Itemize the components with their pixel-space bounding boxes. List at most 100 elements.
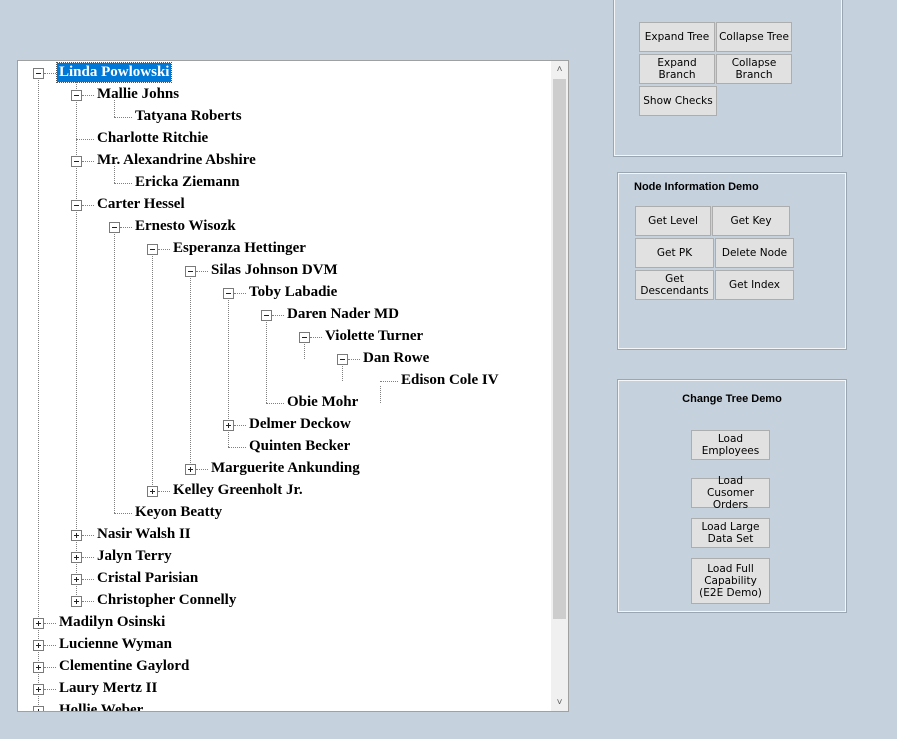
tree-node[interactable]: Keyon Beatty <box>135 504 223 520</box>
load-full-capability-button[interactable]: Load Full Capability (E2E Demo) <box>691 558 770 604</box>
tree-controls-panel: Expand Tree Collapse Tree Expand Branch … <box>613 0 843 157</box>
tree-node[interactable]: Nasir Walsh II <box>97 526 191 542</box>
expand-node-icon[interactable] <box>33 662 44 673</box>
expand-node-icon[interactable] <box>71 530 82 541</box>
tree-connector <box>196 469 208 470</box>
tree-view[interactable]: Linda Powlowski Mallie Johns Tatyana Rob… <box>17 60 569 712</box>
tree-node[interactable]: Ernesto Wisozk <box>135 218 236 234</box>
tree-connector <box>82 557 94 558</box>
tree-connector <box>114 183 132 184</box>
tree-connector <box>82 535 94 536</box>
collapse-tree-button[interactable]: Collapse Tree <box>716 22 792 52</box>
tree-connector <box>76 78 77 601</box>
tree-node[interactable]: Clementine Gaylord <box>59 658 190 674</box>
tree-connector <box>114 232 115 513</box>
tree-node[interactable]: Kelley Greenholt Jr. <box>173 482 303 498</box>
tree-node[interactable]: Silas Johnson DVM <box>211 262 338 278</box>
tree-node[interactable]: Delmer Deckow <box>249 416 351 432</box>
collapse-branch-button[interactable]: Collapse Branch <box>716 54 792 84</box>
scrollbar-thumb[interactable] <box>553 79 566 619</box>
tree-node[interactable]: Mr. Alexandrine Abshire <box>97 152 256 168</box>
tree-node[interactable]: Madilyn Osinski <box>59 614 166 630</box>
tree-node[interactable]: Cristal Parisian <box>97 570 199 586</box>
tree-node[interactable]: Hollie Weber <box>59 702 144 711</box>
expand-node-icon[interactable] <box>71 552 82 563</box>
tree-connector <box>44 73 56 74</box>
tree-connector <box>82 601 94 602</box>
scroll-down-icon[interactable]: ˅ <box>556 697 563 708</box>
collapse-node-icon[interactable] <box>71 90 82 101</box>
get-index-button[interactable]: Get Index <box>715 270 794 300</box>
expand-node-icon[interactable] <box>33 684 44 695</box>
tree-node[interactable]: Ericka Ziemann <box>135 174 240 190</box>
tree-connector <box>82 95 94 96</box>
expand-node-icon[interactable] <box>33 640 44 651</box>
tree-node[interactable]: Quinten Becker <box>249 438 351 454</box>
show-checks-button[interactable]: Show Checks <box>639 86 717 116</box>
collapse-node-icon[interactable] <box>109 222 120 233</box>
tree-node[interactable]: Laury Mertz II <box>59 680 158 696</box>
tree-node[interactable]: Tatyana Roberts <box>135 108 242 124</box>
collapse-node-icon[interactable] <box>71 156 82 167</box>
delete-node-button[interactable]: Delete Node <box>715 238 794 268</box>
expand-node-icon[interactable] <box>147 486 158 497</box>
tree-connector <box>234 293 246 294</box>
tree-node[interactable]: Esperanza Hettinger <box>173 240 306 256</box>
tree-node[interactable]: Obie Mohr <box>287 394 359 410</box>
expand-branch-button[interactable]: Expand Branch <box>639 54 715 84</box>
tree-connector <box>44 689 56 690</box>
tree-node[interactable]: Charlotte Ritchie <box>97 130 209 146</box>
load-large-data-set-button[interactable]: Load Large Data Set <box>691 518 770 548</box>
collapse-node-icon[interactable] <box>33 68 44 79</box>
expand-node-icon[interactable] <box>33 706 44 711</box>
tree-connector <box>190 276 191 469</box>
expand-node-icon[interactable] <box>71 574 82 585</box>
tree-connector <box>82 579 94 580</box>
expand-node-icon[interactable] <box>185 464 196 475</box>
tree-node[interactable]: Mallie Johns <box>97 86 180 102</box>
tree-node[interactable]: Linda Powlowski <box>55 62 173 83</box>
collapse-node-icon[interactable] <box>223 288 234 299</box>
tree-connector <box>304 342 305 359</box>
tree-node[interactable]: Jalyn Terry <box>97 548 172 564</box>
tree-connector <box>38 78 39 711</box>
collapse-node-icon[interactable] <box>147 244 158 255</box>
get-key-button[interactable]: Get Key <box>712 206 790 236</box>
tree-node[interactable]: Toby Labadie <box>249 284 338 300</box>
node-information-panel: Node Information Demo Get Level Get Key … <box>617 172 847 350</box>
tree-node[interactable]: Marguerite Ankunding <box>211 460 360 476</box>
load-customer-orders-button[interactable]: Load Cusomer Orders <box>691 475 770 511</box>
change-tree-panel: Change Tree Demo Load Employees Load Cus… <box>617 379 847 613</box>
collapse-node-icon[interactable] <box>337 354 348 365</box>
tree-node[interactable]: Daren Nader MD <box>287 306 399 322</box>
collapse-node-icon[interactable] <box>261 310 272 321</box>
tree-scrollbar[interactable]: ˄ ˅ <box>551 61 568 711</box>
panel-title: Change Tree Demo <box>682 393 782 405</box>
tree-connector <box>114 100 115 117</box>
collapse-node-icon[interactable] <box>299 332 310 343</box>
tree-connector <box>152 254 153 491</box>
tree-node[interactable]: Edison Cole IV <box>401 372 499 388</box>
get-descendants-button[interactable]: Get Descendants <box>635 270 714 300</box>
tree-node[interactable]: Violette Turner <box>325 328 424 344</box>
tree-connector <box>114 513 132 514</box>
collapse-node-icon[interactable] <box>185 266 196 277</box>
expand-node-icon[interactable] <box>223 420 234 431</box>
expand-tree-button[interactable]: Expand Tree <box>639 22 715 52</box>
tree-connector <box>380 381 398 382</box>
tree-connector <box>310 337 322 338</box>
tree-connector <box>342 364 343 381</box>
tree-connector <box>44 667 56 668</box>
scroll-up-icon[interactable]: ˄ <box>556 64 563 75</box>
get-pk-button[interactable]: Get PK <box>635 238 714 268</box>
tree-node[interactable]: Carter Hessel <box>97 196 185 212</box>
tree-node[interactable]: Lucienne Wyman <box>59 636 172 652</box>
get-level-button[interactable]: Get Level <box>635 206 711 236</box>
expand-node-icon[interactable] <box>33 618 44 629</box>
load-employees-button[interactable]: Load Employees <box>691 430 770 460</box>
expand-node-icon[interactable] <box>71 596 82 607</box>
tree-node[interactable]: Dan Rowe <box>363 350 430 366</box>
collapse-node-icon[interactable] <box>71 200 82 211</box>
tree-connector <box>114 117 132 118</box>
tree-node[interactable]: Christopher Connelly <box>97 592 237 608</box>
